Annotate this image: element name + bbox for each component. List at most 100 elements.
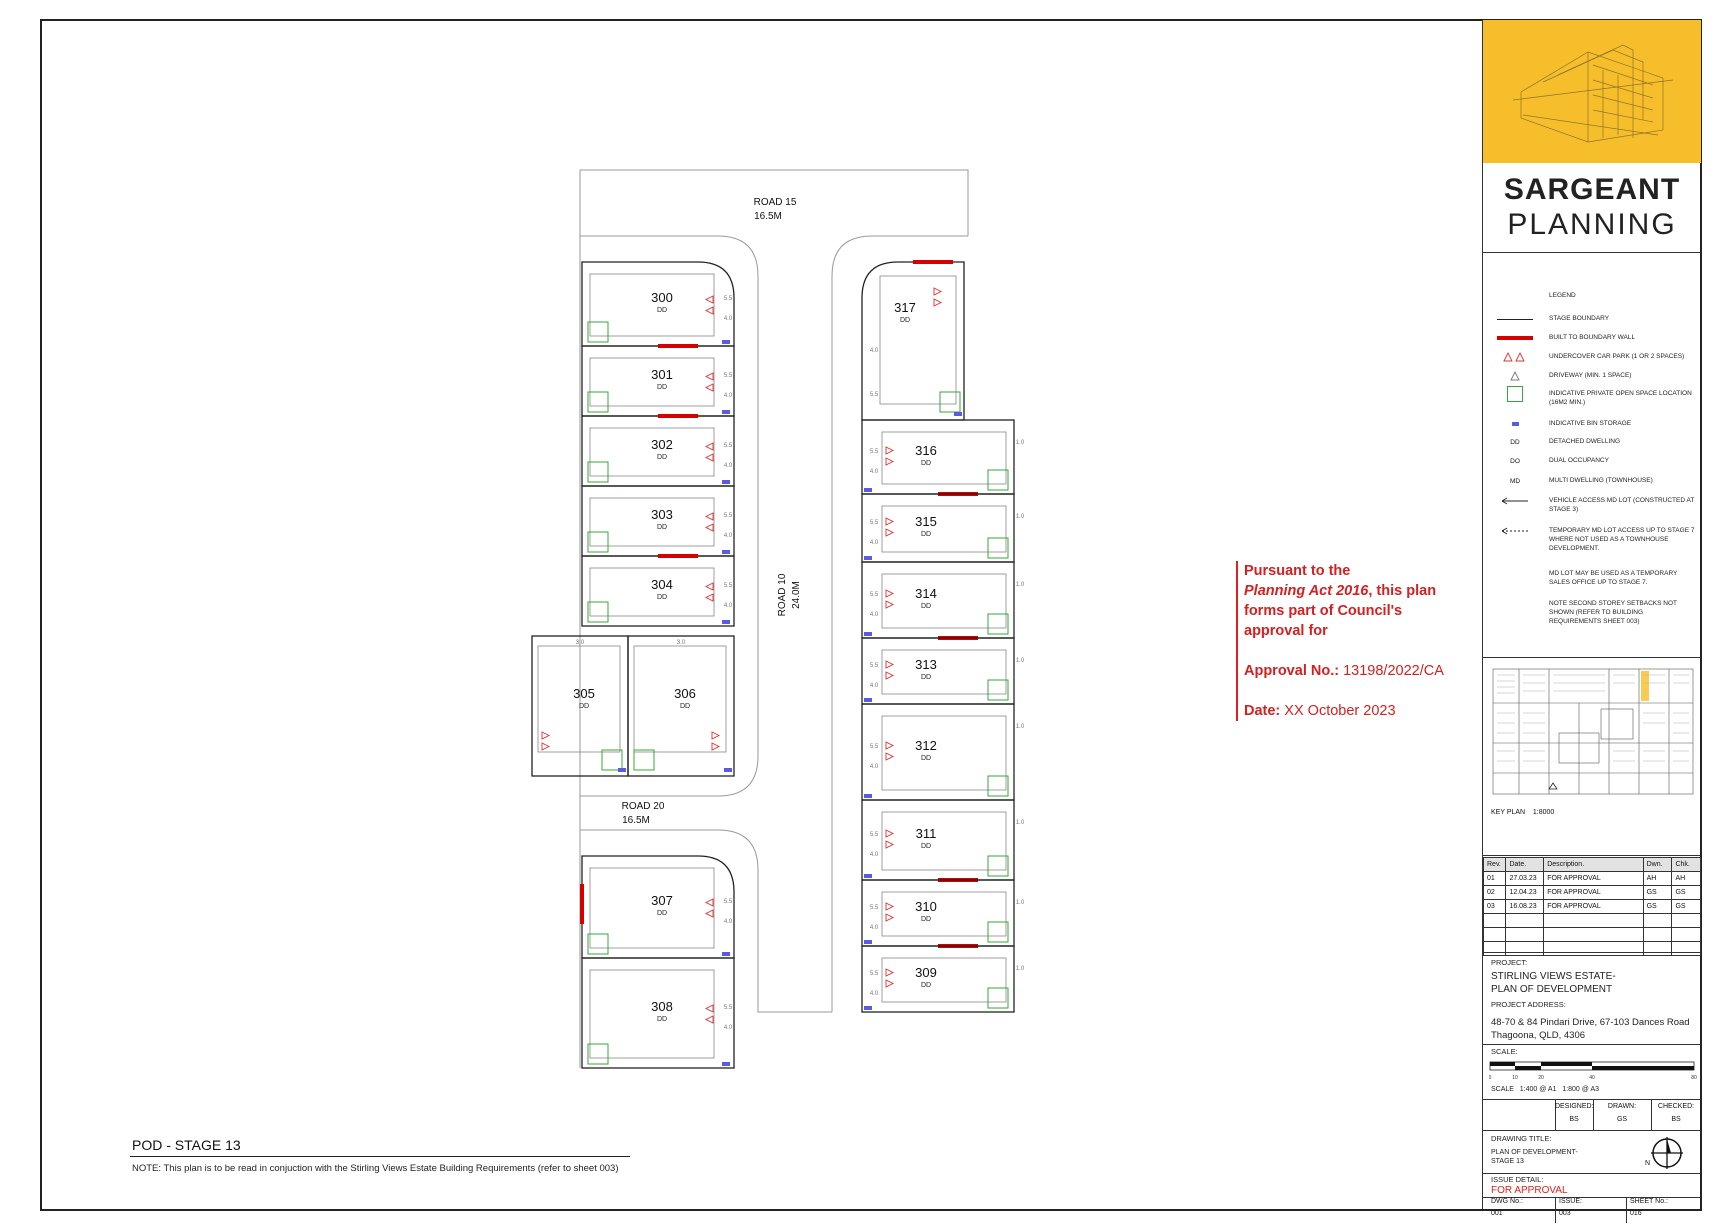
approval-line3: forms part of Council's bbox=[1244, 603, 1403, 619]
open-space-icon bbox=[587, 531, 609, 553]
legend-item: BUILT TO BOUNDARY WALL bbox=[1483, 331, 1701, 347]
revision-cell: Chk. bbox=[1671, 857, 1701, 872]
car-park-icon bbox=[704, 1015, 714, 1024]
project-label: PROJECT: bbox=[1491, 958, 1528, 967]
setback-label: 5.5 bbox=[870, 663, 879, 669]
lot-type: DD bbox=[921, 916, 931, 923]
revision-cell: 16.08.23 bbox=[1505, 899, 1545, 914]
lot-number: 303 bbox=[651, 507, 673, 522]
boundary-wall bbox=[658, 344, 698, 348]
lot-boundary bbox=[861, 703, 1015, 801]
lot-type: DD bbox=[921, 531, 931, 538]
bin-icon bbox=[864, 698, 872, 702]
road-20-label: ROAD 20 bbox=[622, 801, 665, 812]
setback-label: 5.5 bbox=[870, 905, 879, 911]
revision-cell: FOR APPROVAL bbox=[1543, 899, 1644, 914]
building-envelope bbox=[589, 357, 715, 407]
open-space-icon bbox=[587, 391, 609, 413]
setback-label: 4.0 bbox=[870, 991, 879, 997]
lot-number: 310 bbox=[915, 899, 937, 914]
revision-cell: GS bbox=[1642, 885, 1673, 900]
car-park-icon bbox=[885, 589, 895, 598]
bin-icon bbox=[954, 412, 962, 416]
key-plan-icon bbox=[1492, 668, 1694, 795]
revision-cell bbox=[1543, 941, 1644, 956]
issue-detail-label: ISSUE DETAIL: bbox=[1491, 1175, 1544, 1184]
legend-note-1: MD LOT MAY BE USED AS A TEMPORARY SALES … bbox=[1549, 570, 1678, 586]
lot-number: 312 bbox=[915, 738, 937, 753]
key-plan-scale: 1:8000 bbox=[1532, 809, 1555, 816]
open-space-icon bbox=[987, 775, 1009, 797]
divider bbox=[1483, 1130, 1701, 1131]
lot-type: DD bbox=[657, 307, 667, 314]
triangle-icon bbox=[1491, 369, 1539, 383]
legend-item: INDICATIVE PRIVATE OPEN SPACE LOCATION (… bbox=[1483, 386, 1701, 406]
car-park-icon bbox=[704, 295, 714, 304]
lot-type: DD bbox=[657, 384, 667, 391]
building-envelope bbox=[881, 649, 1007, 695]
setback-label: 4.0 bbox=[870, 852, 879, 858]
setback-label: 4.0 bbox=[870, 764, 879, 770]
project-address-line1: 48-70 & 84 Pindari Drive, 67-103 Dances … bbox=[1491, 1017, 1690, 1028]
car-park-icon bbox=[885, 517, 895, 526]
open-space-icon bbox=[633, 749, 655, 771]
approval-act: Planning Act 2016 bbox=[1244, 583, 1369, 599]
scale-tick-label: 20 bbox=[1538, 1075, 1544, 1081]
setback-label: 4.0 bbox=[870, 348, 879, 354]
issue-label: ISSUE: bbox=[1559, 1198, 1582, 1205]
car-park-icon bbox=[885, 457, 895, 466]
dashed-arrow-left-icon bbox=[1491, 524, 1539, 538]
lot-type: DD bbox=[657, 594, 667, 601]
revision-cell bbox=[1671, 927, 1701, 942]
drawn-label: DRAWN: bbox=[1607, 1103, 1637, 1110]
divider bbox=[1483, 657, 1701, 658]
lot-type: DD bbox=[921, 982, 931, 989]
car-park-icon bbox=[704, 898, 714, 907]
road-10-label: ROAD 10 bbox=[777, 573, 788, 616]
car-park-icon bbox=[885, 979, 895, 988]
drawing-title-line2: STAGE 13 bbox=[1491, 1158, 1524, 1165]
setback-label: 5.5 bbox=[724, 373, 733, 379]
revision-cell bbox=[1642, 913, 1673, 928]
revision-cell: 01 bbox=[1482, 871, 1507, 886]
revision-cell: GS bbox=[1671, 899, 1701, 914]
dwg-number: 001 bbox=[1491, 1210, 1503, 1217]
divider bbox=[1483, 1197, 1701, 1198]
divider bbox=[1483, 952, 1701, 953]
brand-name-line2: PLANNING bbox=[1507, 208, 1677, 241]
revision-cell: 12.04.23 bbox=[1505, 885, 1545, 900]
legend-label: TEMPORARY MD LOT ACCESS UP TO STAGE 7 WH… bbox=[1549, 527, 1695, 552]
legend-item: UNDERCOVER CAR PARK (1 OR 2 SPACES) bbox=[1483, 350, 1701, 366]
drawing-title-line1: PLAN OF DEVELOPMENT- bbox=[1491, 1149, 1578, 1156]
checked-label: CHECKED: bbox=[1657, 1103, 1695, 1110]
bin-icon bbox=[864, 874, 872, 878]
building-envelope bbox=[881, 715, 1007, 791]
revision-cell: Description. bbox=[1543, 857, 1644, 872]
road-20-width: 16.5M bbox=[622, 815, 650, 826]
drawn-value: GS bbox=[1616, 1116, 1628, 1123]
setback-label: 4.0 bbox=[724, 393, 733, 399]
boundary-wall bbox=[580, 884, 584, 924]
lot-number: 300 bbox=[651, 290, 673, 305]
car-park-icon bbox=[541, 742, 551, 751]
arrow-left-icon bbox=[1491, 494, 1539, 508]
legend-title: LEGEND bbox=[1549, 292, 1576, 299]
approval-line2: , this plan bbox=[1368, 583, 1437, 599]
setback-label: 1.0 bbox=[1016, 582, 1025, 588]
north-arrow-icon bbox=[1645, 1136, 1685, 1172]
council-approval-stamp: Pursuant to the Planning Act 2016, this … bbox=[1236, 561, 1464, 721]
setback-label: 4.0 bbox=[870, 683, 879, 689]
car-park-icon bbox=[704, 523, 714, 532]
car-park-icon bbox=[704, 909, 714, 918]
setback-label: 5.5 bbox=[870, 744, 879, 750]
legend-item: INDICATIVE BIN STORAGE bbox=[1483, 417, 1701, 433]
lot-boundary bbox=[861, 561, 1015, 639]
bin-icon bbox=[724, 768, 732, 772]
lot-number: 317 bbox=[894, 300, 916, 315]
scale-tick-label: 40 bbox=[1589, 1075, 1595, 1081]
